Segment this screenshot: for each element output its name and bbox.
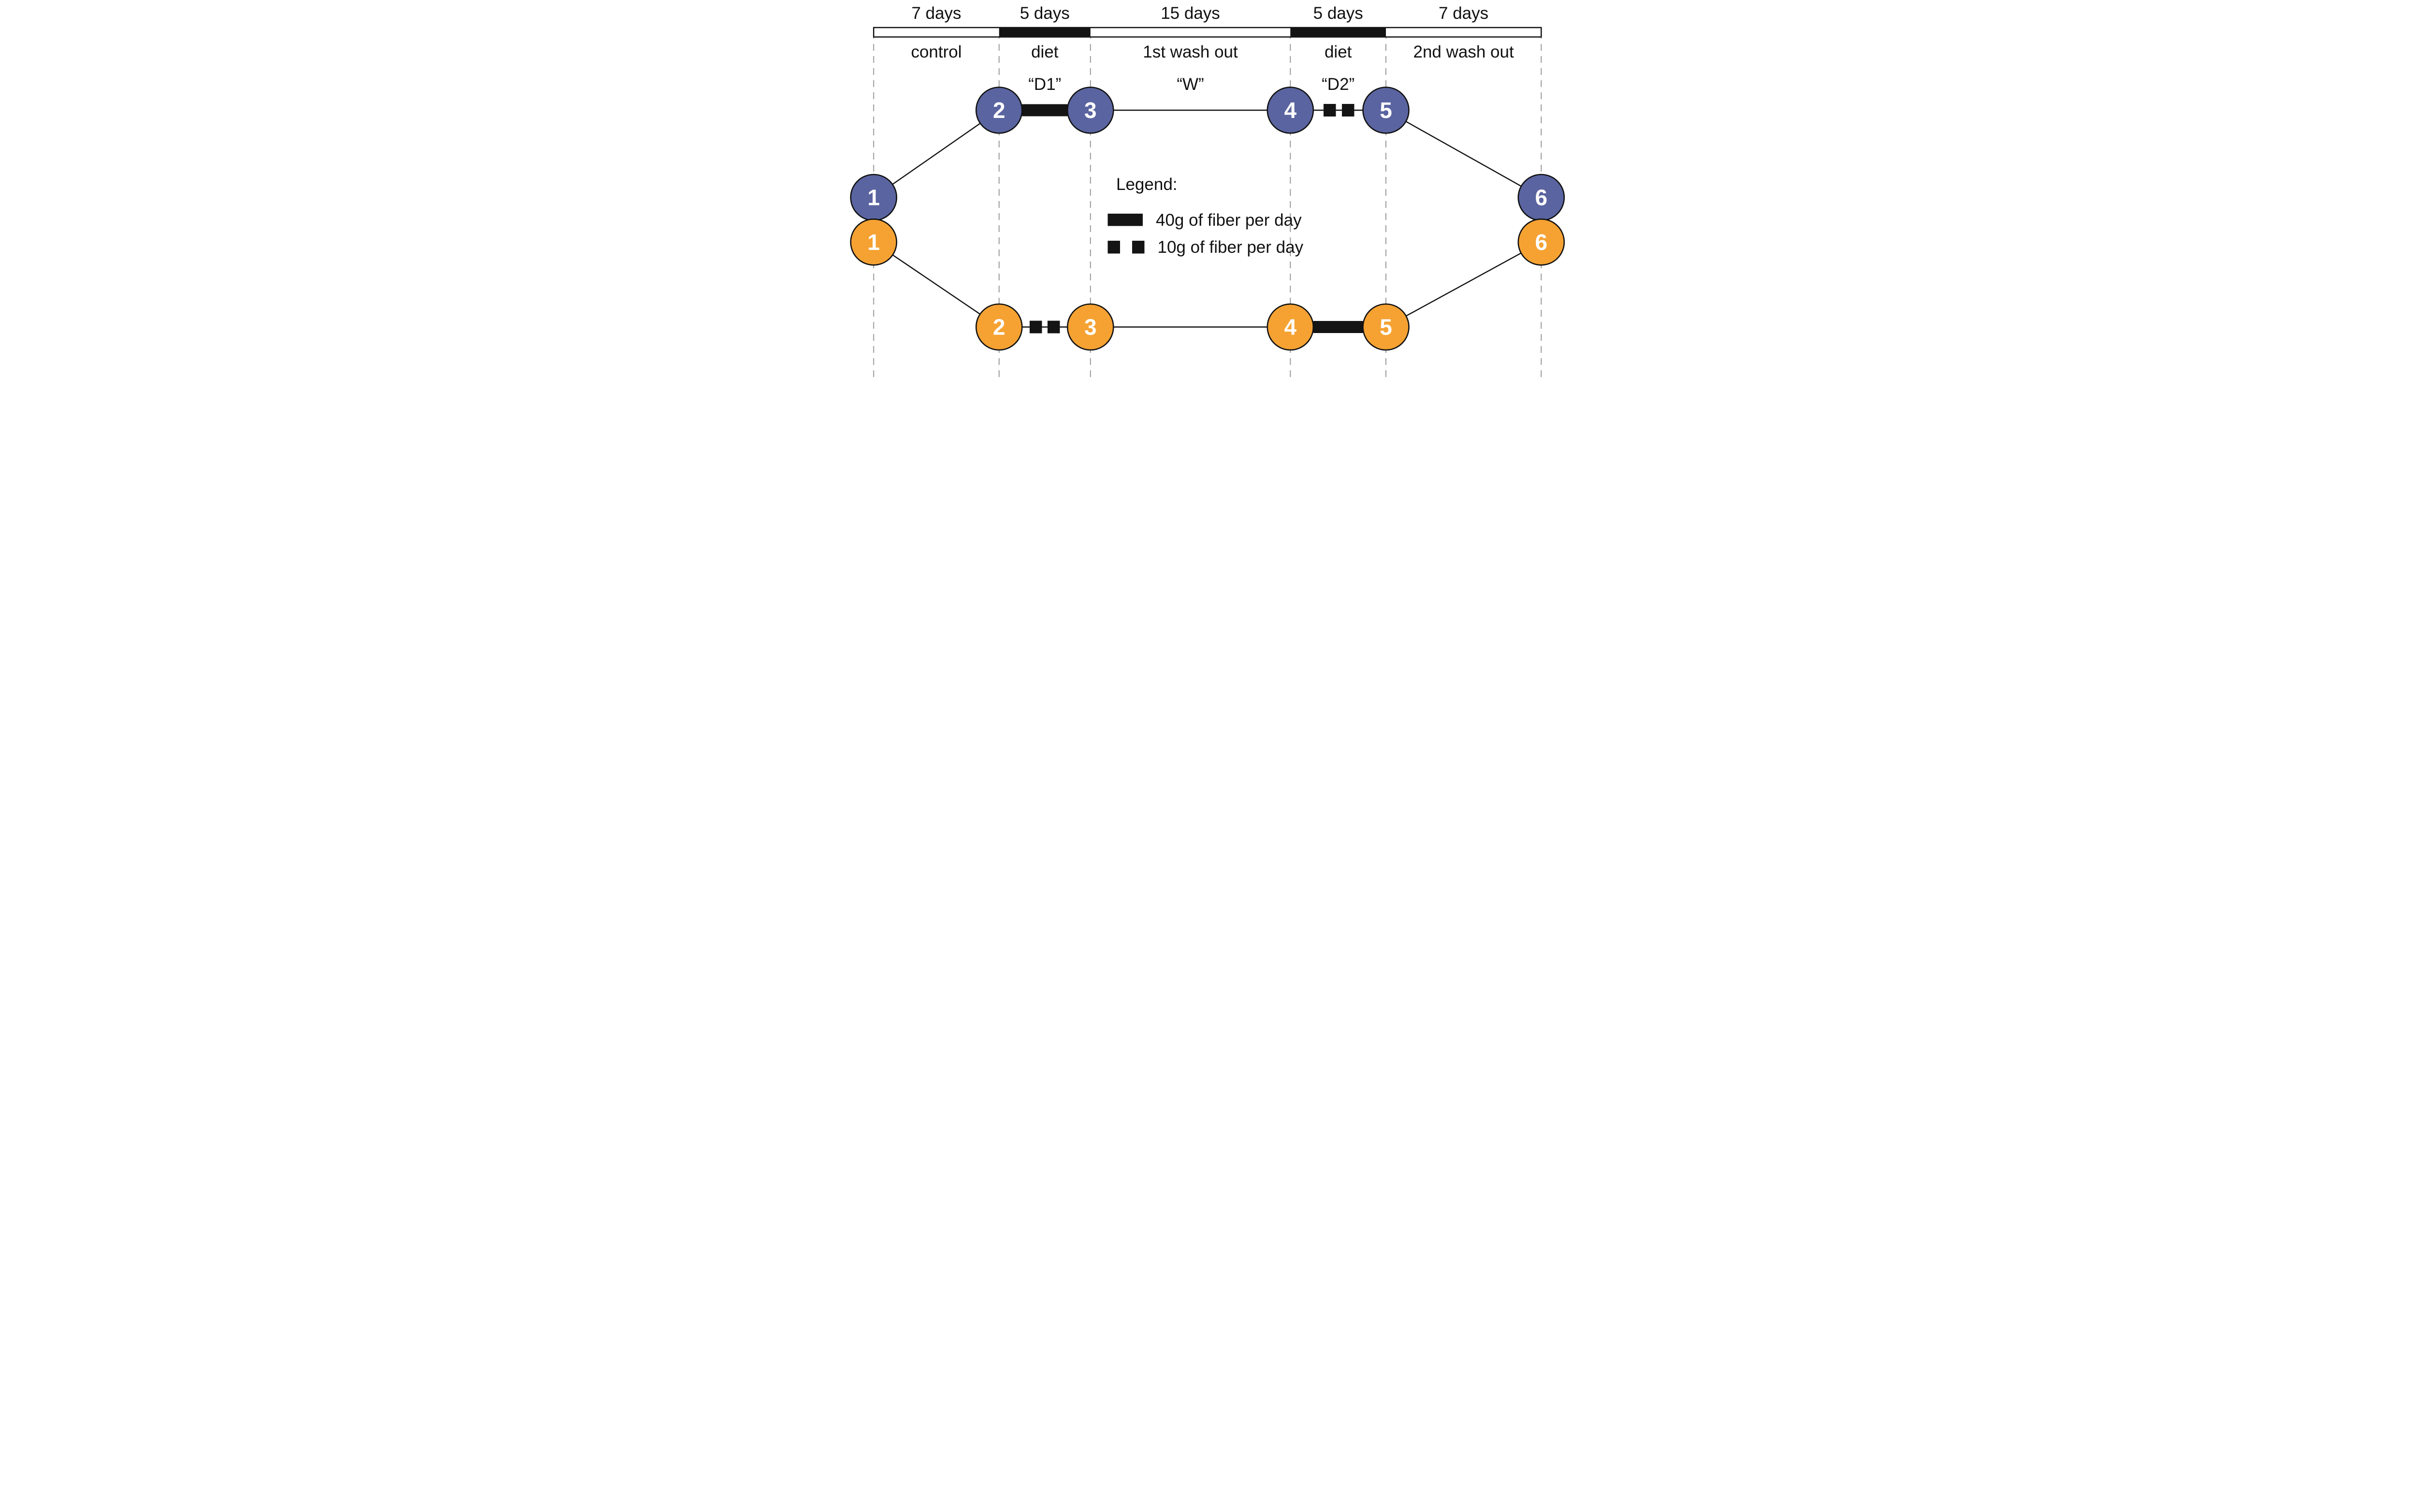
duration-label: 7 days [911,4,961,23]
phase-label: control [911,43,961,61]
phase-label: 1st wash out [1143,43,1238,61]
timeline-code-labels: “D1” “W” “D2” [1028,75,1354,94]
blue-node-4-number: 4 [1284,98,1297,123]
blue-node-3 [1066,87,1114,134]
blue-node-numbers: 1 2 3 4 5 6 [868,98,1548,210]
orange-arm: 1 2 3 4 5 6 [850,218,1565,351]
phase-label: diet [1325,43,1352,61]
figure-background [848,0,1569,378]
orange-node-1-number: 1 [868,230,880,255]
blue-arm: 1 2 3 4 5 6 [850,87,1565,221]
legend: Legend: 40g of fiber per day 10g of fibe… [1107,175,1304,257]
blue-node-3-number: 3 [1084,98,1097,123]
blue-node-2-number: 2 [993,98,1005,123]
legend-40g-label: 40g of fiber per day [1156,211,1302,230]
timeline-phase-labels: control diet 1st wash out diet 2nd wash … [911,43,1514,61]
orange-10g-fiber-square [1048,320,1060,334]
orange-node-numbers: 1 2 3 4 5 6 [868,230,1548,340]
blue-40g-fiber-bar-2-3 [1022,104,1068,116]
orange-node-1 [850,218,898,266]
diet-d1-bar-segment [999,27,1091,38]
blue-connector-5-6 [1385,109,1542,198]
blue-connector-1-2 [873,110,1000,198]
timeline-bar-outline [873,27,1542,38]
diet-d2-bar-segment [1290,27,1386,38]
orange-node-5 [1362,303,1410,351]
orange-node-2-number: 2 [993,315,1005,340]
legend-10g-square-swatch [1132,241,1145,254]
orange-node-6 [1517,218,1565,266]
orange-node-3-number: 3 [1084,315,1097,340]
legend-title: Legend: [1116,175,1178,194]
figure-stage: 7 days 5 days 15 days 5 days 7 days cont… [848,0,1569,378]
blue-10g-fiber-square [1342,104,1354,116]
blue-node-6-number: 6 [1535,185,1548,210]
orange-node-5-number: 5 [1380,315,1392,340]
legend-10g-square-swatch [1107,241,1120,254]
orange-node-4-number: 4 [1284,315,1297,340]
period-code-label: “W” [1177,75,1204,94]
phase-label: diet [1031,43,1059,61]
orange-node-6-number: 6 [1535,230,1548,255]
legend-40g-solid-bar-swatch [1107,214,1143,226]
period-code-label: “D2” [1322,75,1354,94]
blue-node-5-number: 5 [1380,98,1392,123]
blue-node-5 [1362,87,1410,134]
blue-10g-fiber-square [1324,104,1336,116]
period-code-label: “D1” [1028,75,1061,94]
study-design-diagram: 7 days 5 days 15 days 5 days 7 days cont… [848,0,1569,378]
duration-label: 15 days [1161,4,1220,23]
orange-node-3 [1066,303,1114,351]
legend-10g-label: 10g of fiber per day [1158,238,1304,257]
orange-40g-fiber-bar-4-5 [1313,321,1363,333]
blue-node-1-number: 1 [868,185,880,210]
phase-label: 2nd wash out [1413,43,1514,61]
duration-label: 7 days [1439,4,1488,23]
timeline-bar [873,27,1542,38]
blue-node-4 [1267,87,1314,134]
duration-label: 5 days [1313,4,1363,23]
timeline-duration-labels: 7 days 5 days 15 days 5 days 7 days [911,4,1488,23]
duration-label: 5 days [1020,4,1070,23]
orange-connector-1-2 [873,241,1000,328]
orange-node-4 [1267,303,1314,351]
orange-connector-5-6 [1385,241,1542,328]
orange-10g-fiber-square [1030,320,1042,334]
blue-node-2 [975,87,1023,134]
orange-node-2 [975,303,1023,351]
